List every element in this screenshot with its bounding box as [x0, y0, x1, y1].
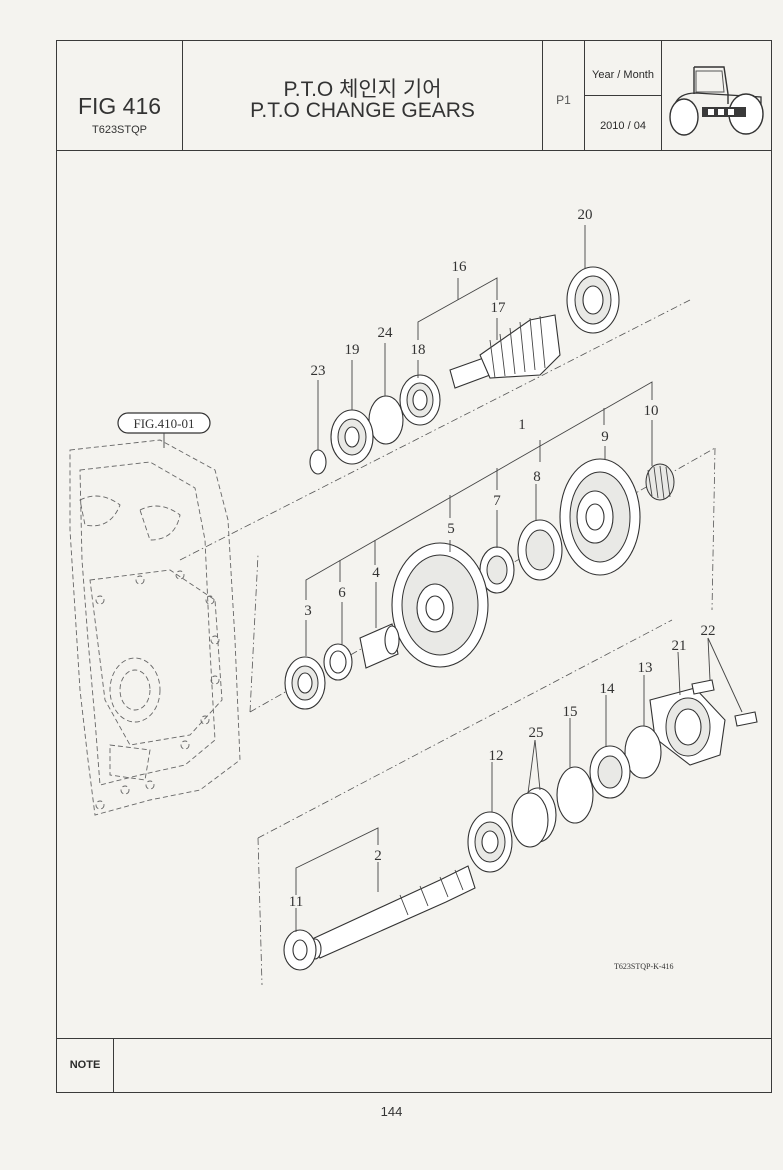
- year-month-value: 2010 / 04: [600, 120, 646, 132]
- note-row: NOTE: [57, 1038, 771, 1092]
- title-cell: P.T.O 체인지 기어 P.T.O CHANGE GEARS: [183, 41, 543, 150]
- callout-1: 1: [518, 417, 526, 433]
- callout-25: 25: [529, 725, 544, 741]
- callout-24: 24: [378, 325, 394, 341]
- callout-3: 3: [304, 603, 312, 619]
- year-month-label: Year / Month: [592, 69, 654, 81]
- page-number: 144: [380, 1104, 403, 1119]
- callout-9: 9: [601, 429, 609, 445]
- callout-2: 2: [374, 848, 382, 864]
- upper-shaft-assembly: [179, 266, 691, 561]
- tractor-icon: [669, 66, 764, 136]
- page-code: P1: [556, 93, 571, 107]
- page-code-cell: P1: [543, 41, 585, 150]
- callout-10: 10: [644, 403, 659, 419]
- model-code: T623STQP: [91, 124, 148, 136]
- drawing-code: T623STQP-K-416: [614, 962, 674, 971]
- callout-13: 13: [638, 660, 653, 676]
- note-label: NOTE: [69, 1059, 101, 1071]
- callout-20: 20: [578, 207, 593, 223]
- note-label-cell: NOTE: [57, 1039, 114, 1092]
- callout-numbers: 1 2 3 4 5 6 7 8 9 10 11 12 13 14 15 16 1…: [289, 207, 716, 910]
- callout-22: 22: [701, 623, 716, 639]
- callout-8: 8: [533, 469, 541, 485]
- callout-11: 11: [289, 894, 303, 910]
- callout-19: 19: [345, 342, 360, 358]
- year-month-label-row: Year / Month: [585, 41, 661, 96]
- callout-7: 7: [493, 493, 501, 509]
- catalog-sheet: FIG 416 T623STQP P.T.O 체인지 기어 P.T.O CHAN…: [56, 40, 772, 1093]
- callout-17: 17: [491, 300, 507, 316]
- title-korean: P.T.O 체인지 기어: [283, 78, 442, 101]
- svg-text:FIG.410-01: FIG.410-01: [133, 416, 194, 431]
- callout-15: 15: [563, 704, 578, 720]
- lower-shaft-assembly: [257, 619, 758, 986]
- vehicle-image-cell: [662, 41, 771, 150]
- callout-21: 21: [672, 638, 687, 654]
- callout-18: 18: [411, 342, 426, 358]
- title-block: FIG 416 T623STQP P.T.O 체인지 기어 P.T.O CHAN…: [57, 41, 771, 151]
- figure-number: FIG 416: [77, 93, 162, 119]
- title-english: P.T.O CHANGE GEARS: [250, 99, 475, 122]
- transmission-housing: [69, 439, 241, 816]
- figure-reference-label[interactable]: FIG.410-01: [117, 412, 211, 448]
- figure-number-cell: FIG 416 T623STQP: [57, 41, 183, 150]
- callout-4: 4: [372, 565, 380, 581]
- callout-leader-lines: [295, 225, 743, 932]
- callout-6: 6: [338, 585, 346, 601]
- callout-5: 5: [447, 521, 455, 537]
- callout-16: 16: [452, 259, 468, 275]
- callout-23: 23: [311, 363, 326, 379]
- year-month-cell: Year / Month 2010 / 04: [585, 41, 662, 150]
- middle-gear-assembly: [249, 447, 716, 713]
- callout-12: 12: [489, 748, 504, 764]
- callout-14: 14: [600, 681, 616, 697]
